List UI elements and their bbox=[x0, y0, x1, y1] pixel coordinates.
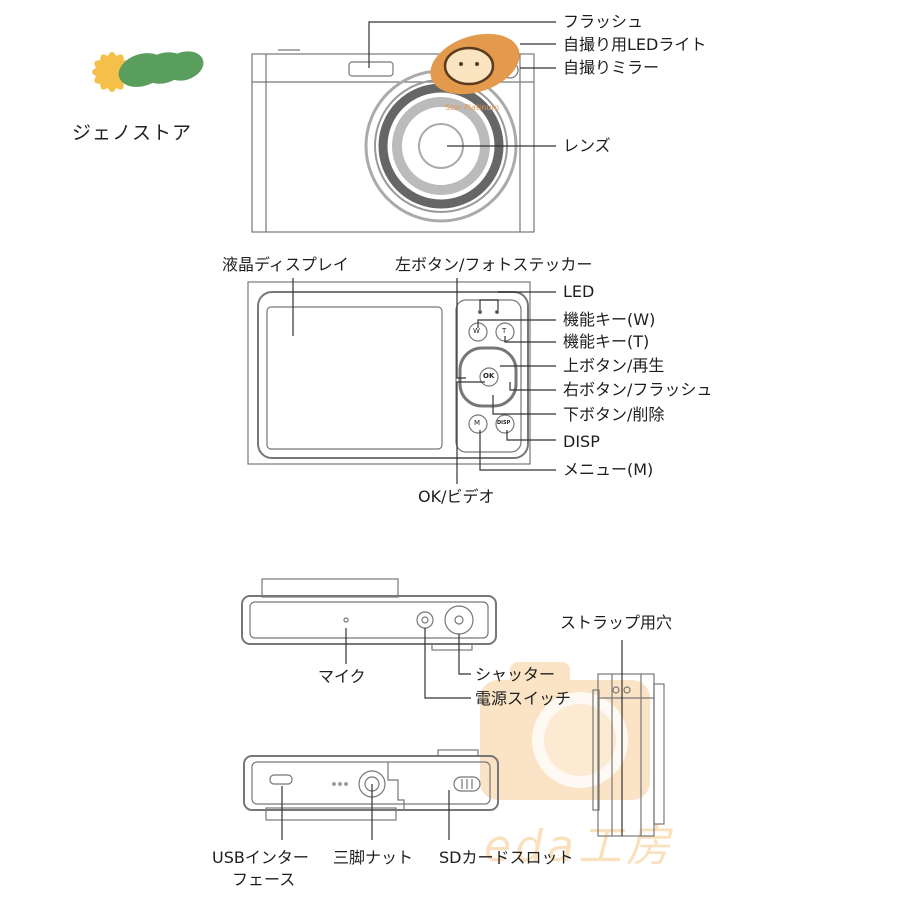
back-camera-body bbox=[247, 281, 531, 465]
label-down-button: 下ボタン/削除 bbox=[563, 405, 665, 424]
label-selfie-mirror: 自撮りミラー bbox=[563, 58, 660, 77]
ok-button-glyph: OK bbox=[483, 372, 495, 380]
label-ok: OK/ビデオ bbox=[418, 487, 495, 506]
watermark-text: eda工房 bbox=[484, 821, 674, 872]
brand-name: ジェノストア bbox=[72, 122, 193, 144]
watermark-camera-icon bbox=[480, 662, 650, 800]
label-disp: DISP bbox=[563, 432, 600, 451]
label-flash: フラッシュ bbox=[563, 12, 644, 31]
bottom-camera-body bbox=[243, 749, 499, 821]
label-menu: メニュー(M) bbox=[563, 460, 654, 479]
label-strap: ストラップ用穴 bbox=[560, 613, 673, 632]
label-lcd: 液晶ディスプレイ bbox=[222, 255, 349, 274]
label-func-w: 機能キー(W) bbox=[563, 310, 656, 329]
label-func-t: 機能キー(T) bbox=[563, 332, 650, 351]
top-camera-body bbox=[241, 578, 497, 651]
label-power: 電源スイッチ bbox=[475, 689, 572, 708]
label-right-button: 右ボタン/フラッシュ bbox=[563, 380, 713, 399]
side-camera-body bbox=[592, 673, 665, 837]
label-usb-line2: フェース bbox=[232, 870, 296, 889]
w-button-glyph: W bbox=[473, 327, 480, 335]
label-led: LED bbox=[563, 282, 595, 301]
svg-text:Star Platinum: Star Platinum bbox=[445, 103, 499, 112]
label-up-button: 上ボタン/再生 bbox=[563, 356, 665, 375]
label-left-button: 左ボタン/フォトステッカー bbox=[395, 255, 593, 274]
label-usb-line1: USBインター bbox=[212, 848, 309, 867]
t-button-glyph: T bbox=[502, 327, 507, 335]
croissant-cat-sticker-icon: Star Platinum bbox=[430, 33, 520, 112]
label-sd: SDカードスロット bbox=[439, 848, 574, 867]
label-selfie-led: 自撮り用LEDライト bbox=[563, 35, 707, 54]
label-lens: レンズ bbox=[563, 136, 611, 155]
disp-button-glyph: DISP bbox=[497, 420, 511, 426]
m-button-glyph: M bbox=[474, 419, 481, 427]
flower-leaf-logo-icon bbox=[92, 51, 204, 92]
label-tripod: 三脚ナット bbox=[333, 848, 414, 867]
brand-logo bbox=[60, 28, 210, 118]
label-mic: マイク bbox=[318, 667, 366, 686]
label-shutter: シャッター bbox=[475, 665, 556, 684]
